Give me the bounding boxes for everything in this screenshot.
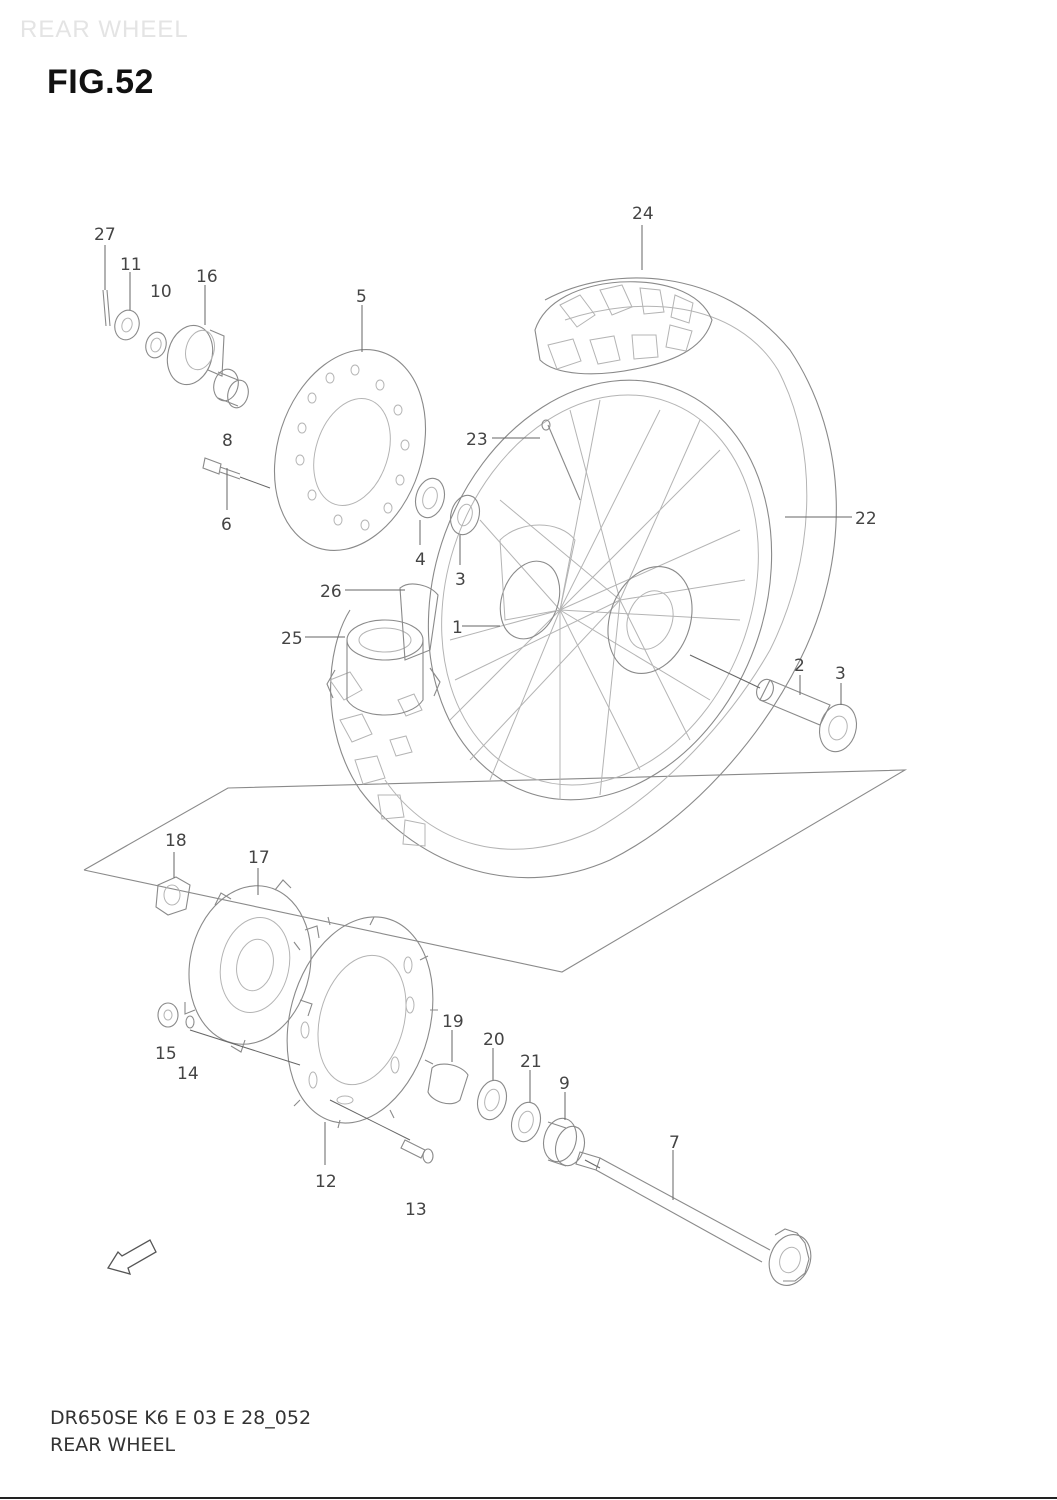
callout-12: 12 [315,1172,337,1192]
lower-bearings [427,1063,586,1167]
hub-seal-and-bearing [414,477,481,536]
callout-17: 17 [248,848,270,868]
rear-tire-and-rim [329,277,837,879]
watermark-text: REAR WHEEL [20,16,189,43]
callout-8: 8 [222,431,233,451]
callout-27: 27 [94,225,116,245]
figure-title: FIG.52 [47,63,154,101]
callout-5: 5 [356,287,367,307]
assembly-outline [83,769,908,973]
callout-20: 20 [483,1030,505,1050]
callout-9: 9 [559,1074,570,1094]
callout-23: 23 [466,430,488,450]
callout-18: 18 [165,831,187,851]
callout-10: 10 [150,282,172,302]
callout-3-left: 3 [455,570,466,590]
drawing-name: REAR WHEEL [50,1434,176,1456]
sprocket-bolt [329,1099,434,1164]
upper-axle-parts [102,289,249,409]
callout-3-right: 3 [835,664,846,684]
callout-14: 14 [177,1064,199,1084]
callout-7: 7 [669,1133,680,1153]
callout-15: 15 [155,1044,177,1064]
callout-2: 2 [794,656,805,676]
forward-arrow-label: FWD [118,1251,143,1271]
forward-arrow-icon: FWD [106,1239,157,1275]
callout-21: 21 [520,1052,542,1072]
drawing-code: DR650SE K6 E 03 E 28_052 [50,1407,312,1429]
callout-6: 6 [221,515,232,535]
callout-26: 26 [320,582,342,602]
brake-disc [273,348,427,552]
callout-24: 24 [632,204,654,224]
callout-22: 22 [855,509,877,529]
leader-lines [104,225,852,1200]
cush-drum [326,583,441,716]
bottom-border [0,1497,1057,1499]
disc-bolt [202,457,271,489]
right-spacer-and-bearing [689,654,858,753]
callout-25: 25 [281,629,303,649]
part-callouts: 27 11 10 16 5 24 8 6 23 4 3 22 26 1 25 2… [94,204,877,1220]
callout-16: 16 [196,267,218,287]
sprocket-nut-and-washer [157,1002,301,1066]
rear-sprocket [286,916,438,1129]
callout-13: 13 [405,1200,427,1220]
callout-1: 1 [452,618,463,638]
rear-axle [575,1151,812,1286]
callout-4: 4 [415,550,426,570]
callout-19: 19 [442,1012,464,1032]
sprocket-drum [155,876,320,1053]
callout-11: 11 [120,255,142,275]
